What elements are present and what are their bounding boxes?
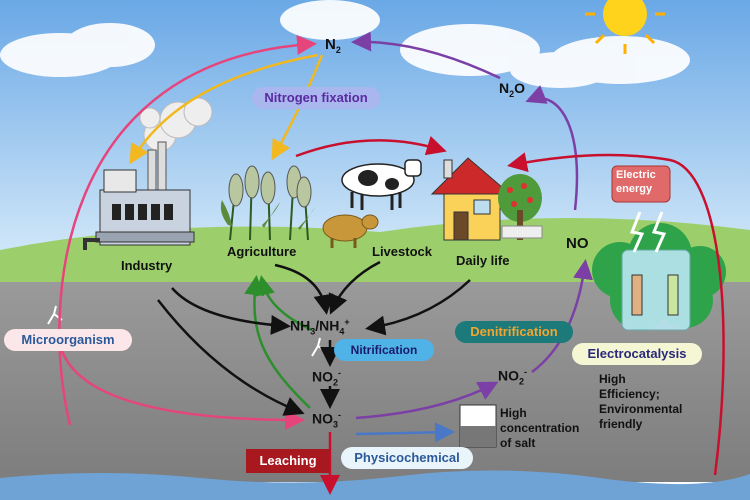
arrow-industry-to-nh3 (171, 287, 291, 335)
arrow-pink-to-no3 (58, 344, 305, 430)
arrow-electrocatalysis-to-dailylife (507, 152, 725, 476)
crops-icon (220, 165, 316, 241)
arrow-n2-to-industry (129, 53, 319, 165)
electrocatalysis-device (592, 165, 726, 331)
industry-label: Industry (121, 258, 173, 273)
salt-container-icon (459, 404, 497, 448)
nitrogen-fixation-label: Nitrogen fixation (252, 87, 380, 109)
arrow-nh3-to-agriculture (255, 275, 313, 332)
arrow-dailylife-to-nh3 (365, 279, 471, 336)
no2-right-node: NO2- (498, 367, 528, 387)
microorganism-icons (47, 305, 327, 357)
factory-icon (83, 97, 213, 250)
arrow-microorganism-to-n2 (58, 34, 317, 426)
agriculture-label: Agriculture (227, 244, 297, 259)
arrow-agriculture-to-nh3 (274, 263, 334, 315)
water-layer (0, 470, 750, 500)
house-icon (430, 157, 543, 241)
no2-center-node: NO2- (312, 368, 342, 388)
electrocatalysis-label: Electrocatalysis (572, 343, 702, 365)
no-node: NO (566, 235, 589, 252)
arrow-no-to-n2o (525, 85, 579, 211)
physicochemical-label: Physicochemical (341, 447, 473, 469)
arrow-no3-to-agriculture-1 (244, 275, 311, 409)
arrow-n2o-to-n2 (351, 31, 501, 80)
clouds (0, 0, 690, 88)
denitrification-label: Denitrification (455, 321, 573, 343)
sheep-icon (322, 214, 379, 248)
nitrification-label: Nitrification (334, 339, 434, 361)
arrow-agriculture-to-dailylife (295, 136, 447, 158)
n2o-node: N2O (499, 80, 526, 99)
arrow-industry-to-no3 (157, 299, 305, 416)
arrow-no3-to-no2 (355, 381, 499, 420)
cow-icon (341, 159, 422, 210)
sun-icon (585, 0, 665, 54)
arrow-livestock-to-nh3 (328, 260, 381, 315)
leaching-label: Leaching (246, 449, 330, 473)
nh3-nh4-node: NH3/NH4+ (290, 317, 350, 337)
no3-node: NO3- (312, 410, 342, 430)
n2-node: N2 (325, 36, 341, 55)
daily-life-label: Daily life (456, 253, 510, 268)
arrow-no3-to-salt (355, 422, 455, 443)
livestock-label: Livestock (372, 244, 432, 259)
microorganism-label: Microorganism (4, 329, 132, 351)
